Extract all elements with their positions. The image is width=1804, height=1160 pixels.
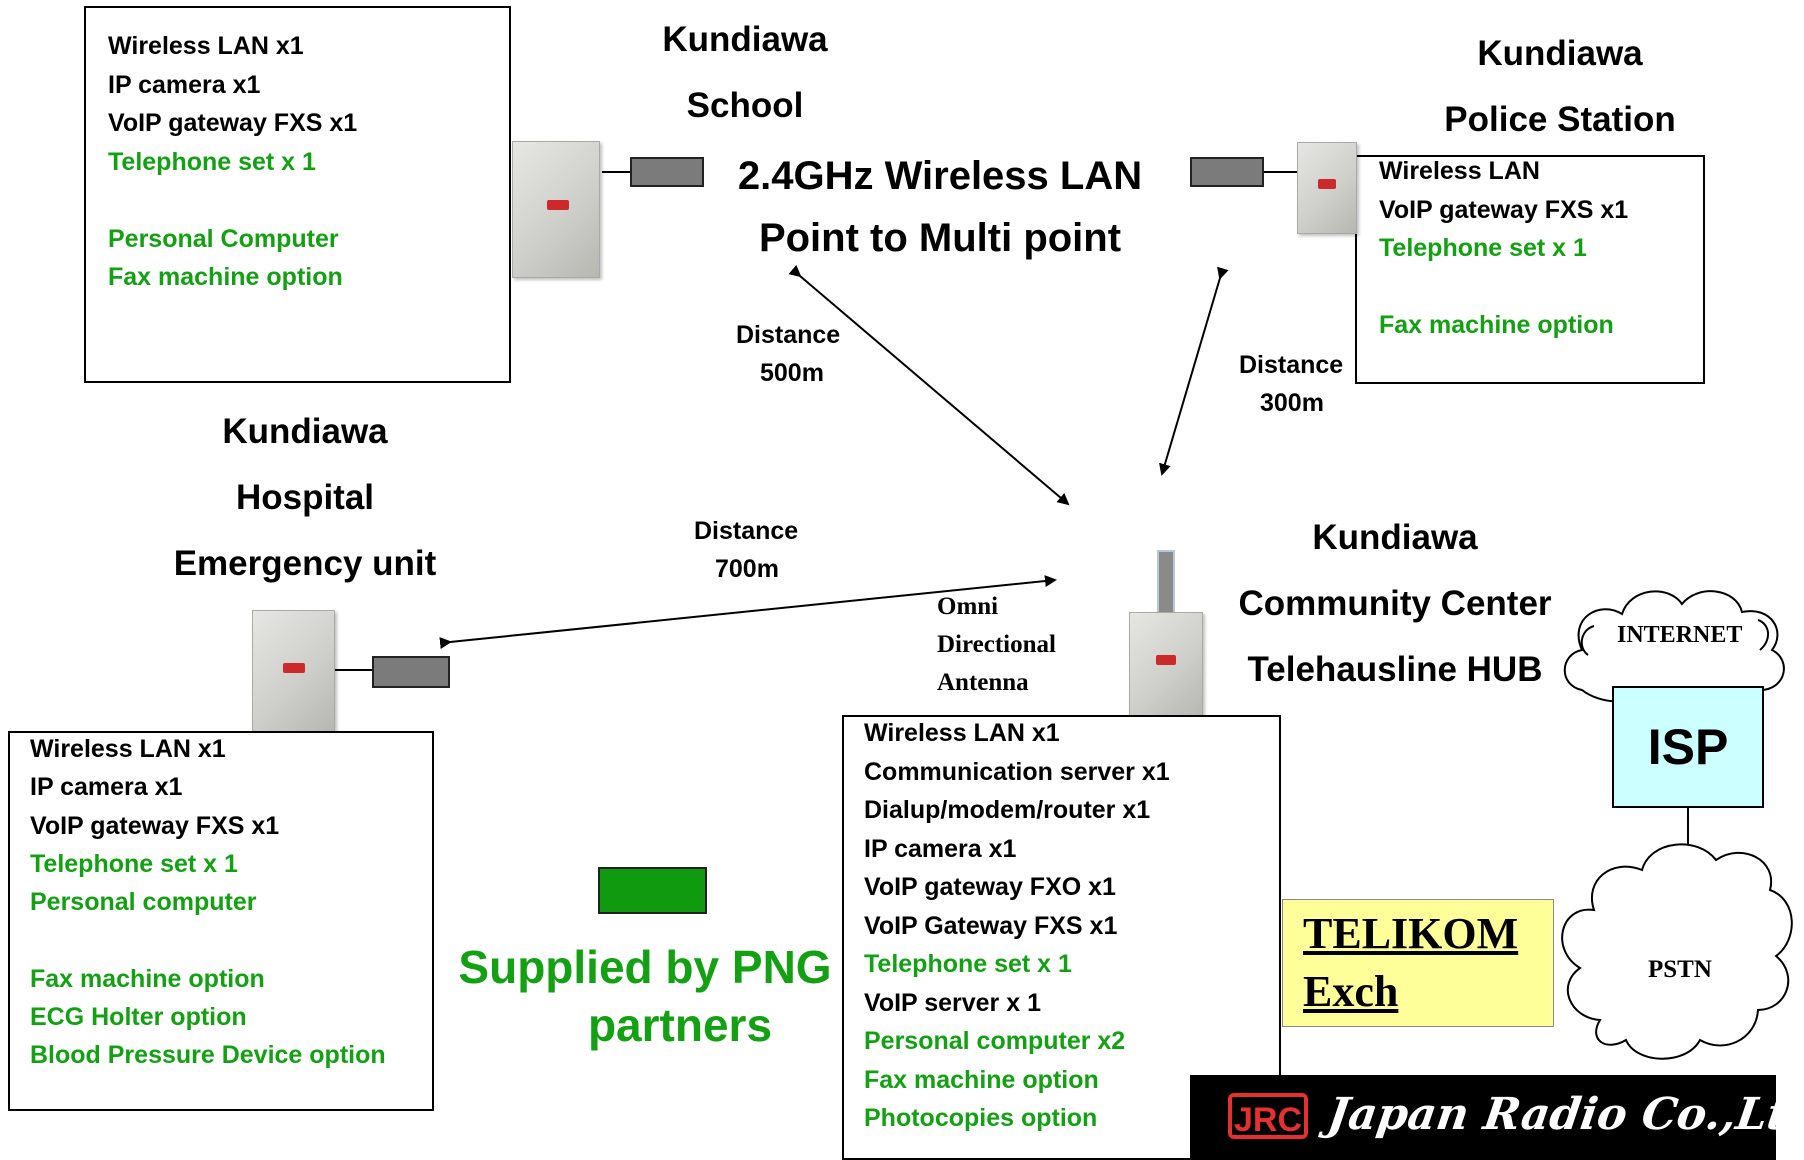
isp-box: ISP xyxy=(1612,686,1764,808)
police-wireless-unit xyxy=(1297,142,1357,234)
school-equipment-item: Telephone set x 1 xyxy=(108,147,316,176)
jrc-logo-mark: JRC xyxy=(1228,1093,1308,1139)
school-title-line-2: School xyxy=(686,86,804,125)
pstn-label: PSTN xyxy=(1648,956,1712,983)
hospital-equipment-item: IP camera x1 xyxy=(30,773,183,802)
community-equipment-item: Communication server x1 xyxy=(864,757,1170,786)
hospital-equipment-item: VoIP gateway FXS x1 xyxy=(30,811,280,840)
community-equipment-item: Photocopies option xyxy=(864,1104,1098,1132)
antenna-label-line-1: Omni xyxy=(937,593,999,620)
community-equipment-item: Telephone set x 1 xyxy=(864,950,1072,978)
hospital-wireless-unit xyxy=(252,610,335,732)
distance-school-label: Distance xyxy=(736,321,841,349)
hospital-antenna xyxy=(372,656,450,688)
hub-equipment-box: Wireless LAN x1 Communication server x1 Di… xyxy=(842,715,1281,1160)
legend-text-line-2: partners xyxy=(587,999,773,1051)
police-equipment-item: Fax machine option xyxy=(1379,311,1614,339)
community-equipment-item: Personal computer x2 xyxy=(864,1027,1126,1055)
hospital-equipment-item: Blood Pressure Device option xyxy=(30,1041,386,1070)
antenna-label-line-3: Antenna xyxy=(937,669,1029,696)
school-equipment-item: Wireless LAN x1 xyxy=(108,32,304,60)
antenna-label-line-2: Directional xyxy=(937,631,1056,658)
hub-title-line-3: Telehausline HUB xyxy=(1247,650,1543,689)
school-equipment-item: Fax machine option xyxy=(108,263,343,291)
hospital-title-line-2: Hospital xyxy=(235,478,375,517)
arrow-school-hub xyxy=(788,264,1070,506)
police-equipment-item: Telephone set x 1 xyxy=(1379,234,1587,262)
community-equipment-item: Wireless LAN x1 xyxy=(864,719,1060,747)
police-equipment-item: VoIP gateway FXS x1 xyxy=(1379,195,1629,224)
network-title-line-2: Point to Multi point xyxy=(758,216,1122,260)
police-equipment-item: Wireless LAN xyxy=(1379,157,1540,185)
hub-wireless-unit xyxy=(1129,612,1203,718)
school-equipment-box: Wireless LAN x1 IP camera x1 VoIP gateway … xyxy=(84,6,511,383)
police-antenna xyxy=(1190,157,1264,187)
distance-hospital-label: Distance xyxy=(694,517,799,545)
distance-school-value: 500m xyxy=(760,359,824,387)
jrc-logo: JRC Japan Radio Co.,Ltd. xyxy=(1190,1075,1804,1160)
community-equipment-item: IP camera x1 xyxy=(864,834,1017,863)
omni-antenna-pole xyxy=(1157,550,1175,616)
school-antenna xyxy=(630,157,704,187)
network-title-line-1: 2.4GHz Wireless LAN xyxy=(737,154,1143,198)
arrow-police-hub xyxy=(1159,266,1229,476)
telikom-label: TELIKOM xyxy=(1303,909,1519,958)
school-equipment-item: Personal Computer xyxy=(108,224,339,253)
exch-label: Exch xyxy=(1303,967,1399,1016)
school-equipment-item: VoIP gateway FXS x1 xyxy=(108,109,358,137)
school-wireless-unit xyxy=(512,141,600,278)
jrc-logo-text: Japan Radio Co.,Ltd. xyxy=(1324,1089,1804,1140)
community-equipment-item: VoIP server x 1 xyxy=(864,988,1041,1017)
hospital-equipment-item: ECG Holter option xyxy=(30,1003,247,1032)
community-equipment-item: VoIP Gateway FXS x1 xyxy=(864,911,1118,940)
hub-title-line-2: Community Center xyxy=(1238,584,1552,623)
hub-title-line-1: Kundiawa xyxy=(1312,518,1478,557)
distance-police-value: 300m xyxy=(1260,389,1324,417)
arrow-hospital-hub xyxy=(439,575,1057,649)
legend-text-line-1: Supplied by PNG xyxy=(458,941,832,993)
distance-hospital-value: 700m xyxy=(715,555,779,583)
hospital-equipment-item: Fax machine option xyxy=(30,964,265,993)
pstn-cloud xyxy=(1561,843,1793,1060)
police-equipment-box: Wireless LAN VoIP gateway FXS x1 Telephon… xyxy=(1355,155,1705,384)
internet-cloud xyxy=(1563,590,1785,706)
hospital-title-line-3: Emergency unit xyxy=(173,544,437,583)
school-equipment-item: IP camera x1 xyxy=(108,70,261,99)
hospital-equipment-item: Wireless LAN x1 xyxy=(30,735,226,763)
isp-label: ISP xyxy=(1647,719,1729,775)
hospital-equipment-item: Telephone set x 1 xyxy=(30,849,238,878)
hospital-equipment-box: Wireless LAN x1 IP camera x1 VoIP gateway … xyxy=(8,731,434,1111)
community-equipment-item: Fax machine option xyxy=(864,1065,1099,1094)
police-title-line-2: Police Station xyxy=(1444,100,1676,139)
hospital-equipment-item: Personal computer xyxy=(30,888,257,917)
telikom-exchange-box: TELIKOM Exch xyxy=(1282,899,1554,1027)
community-equipment-item: Dialup/modem/router x1 xyxy=(864,796,1151,824)
hospital-title-line-1: Kundiawa xyxy=(222,412,388,451)
police-title-line-1: Kundiawa xyxy=(1477,34,1643,73)
legend-swatch-green xyxy=(598,867,707,914)
community-equipment-item: VoIP gateway FXO x1 xyxy=(864,873,1116,901)
internet-label: INTERNET xyxy=(1617,622,1743,648)
school-title-line-1: Kundiawa xyxy=(662,20,828,59)
distance-police-label: Distance xyxy=(1239,351,1344,379)
